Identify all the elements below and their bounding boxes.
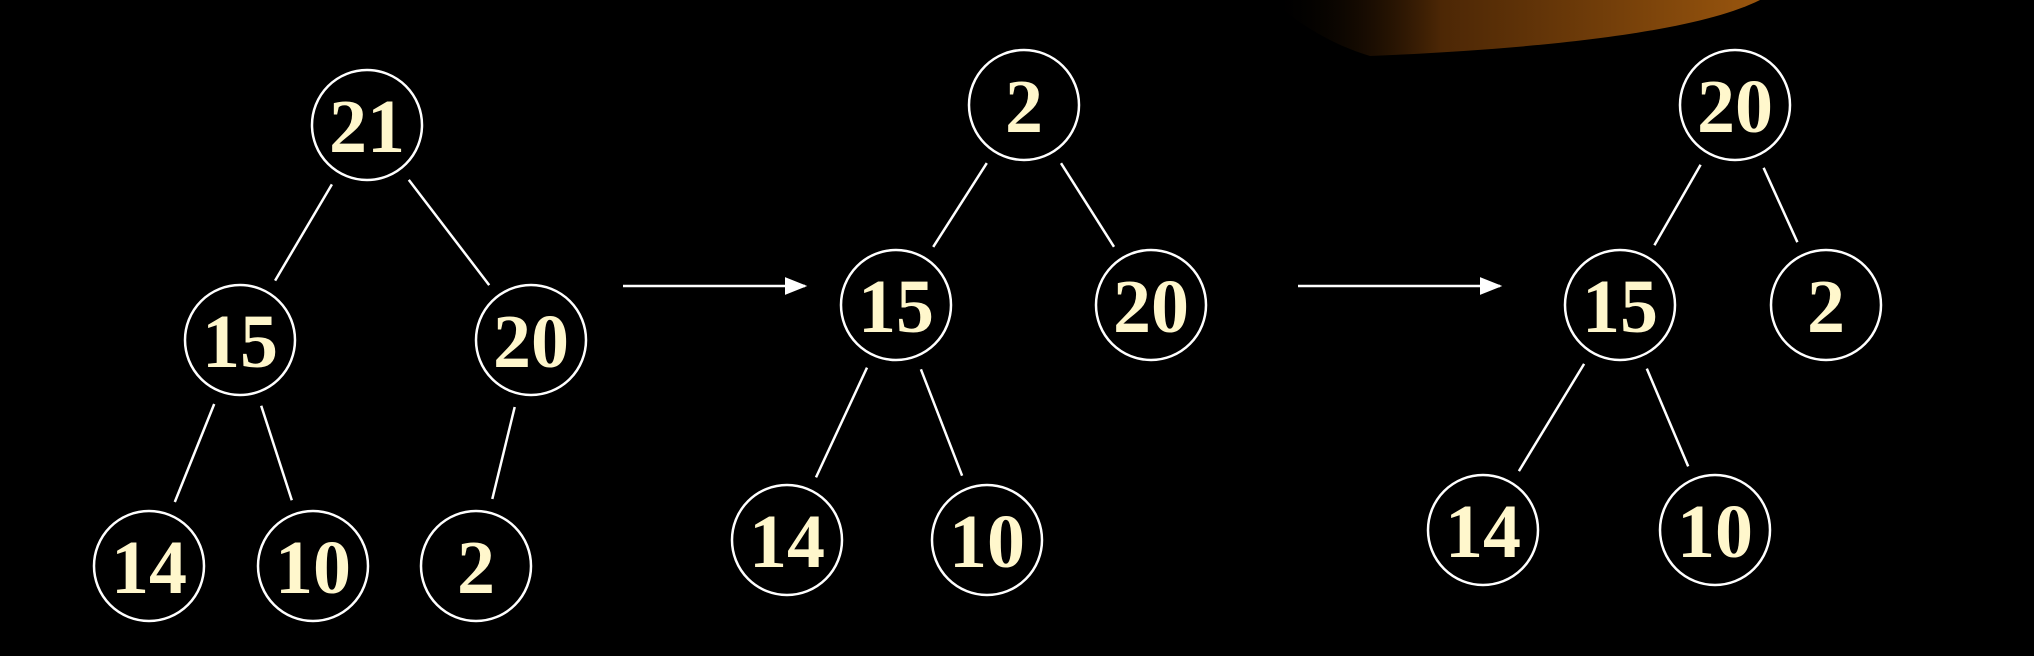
- node-circle: [1563, 248, 1677, 362]
- node-circle: [310, 68, 424, 182]
- node-label: 2: [1005, 65, 1043, 149]
- node-circle: [1678, 48, 1792, 162]
- tree-node: 14: [730, 483, 844, 597]
- node-label: 10: [1677, 490, 1753, 574]
- node-label: 15: [858, 265, 934, 349]
- tree-node: 14: [1426, 473, 1540, 587]
- node-label: 14: [749, 500, 825, 584]
- node-circle: [474, 283, 588, 397]
- tree-edge: [491, 406, 516, 500]
- tree-node: 20: [1094, 248, 1208, 362]
- node-label: 2: [457, 526, 495, 610]
- tree-edge: [260, 405, 293, 501]
- node-circle: [839, 248, 953, 362]
- node-circle: [1426, 473, 1540, 587]
- node-circle: [1658, 473, 1772, 587]
- node-circle: [967, 48, 1081, 162]
- tree-node: 10: [930, 483, 1044, 597]
- node-circle: [1094, 248, 1208, 362]
- node-circle: [183, 283, 297, 397]
- tree-node: 2: [1769, 248, 1883, 362]
- tree-edge: [1762, 167, 1799, 243]
- tree-edge: [173, 403, 216, 503]
- node-circle: [930, 483, 1044, 597]
- tree-node: 20: [1678, 48, 1792, 162]
- node-label: 20: [1697, 65, 1773, 149]
- node-circle: [92, 509, 206, 623]
- node-label: 14: [111, 526, 187, 610]
- tree-edge: [1059, 162, 1116, 248]
- tree-node: 10: [256, 509, 370, 623]
- tree-edge: [1645, 368, 1690, 467]
- tree-edge: [814, 367, 869, 478]
- node-label: 10: [949, 500, 1025, 584]
- node-circle: [256, 509, 370, 623]
- node-label: 10: [275, 526, 351, 610]
- node-circle: [1769, 248, 1883, 362]
- node-label: 14: [1445, 490, 1521, 574]
- tree-node: 10: [1658, 473, 1772, 587]
- tree-node: 15: [183, 283, 297, 397]
- tree-edge: [1517, 363, 1586, 472]
- tree-edge: [274, 183, 333, 282]
- nodes-layer: 21 15 20 14 10 2 2 15 20 14 10 20 15 2 14 10: [92, 48, 1883, 623]
- tree-node: 20: [474, 283, 588, 397]
- tree-node: 15: [839, 248, 953, 362]
- tree-edge: [407, 179, 491, 286]
- edges-layer: [173, 162, 1799, 503]
- tree-node: 2: [967, 48, 1081, 162]
- decorative-swoosh: [1270, 0, 1760, 56]
- tree-node: 21: [310, 68, 424, 182]
- tree-node: 15: [1563, 248, 1677, 362]
- tree-node: 14: [92, 509, 206, 623]
- tree-edge: [919, 368, 964, 477]
- tree-edge: [1653, 164, 1702, 246]
- node-label: 2: [1807, 265, 1845, 349]
- node-label: 20: [1113, 265, 1189, 349]
- node-label: 15: [1582, 265, 1658, 349]
- node-label: 20: [493, 300, 569, 384]
- node-circle: [419, 509, 533, 623]
- node-label: 21: [329, 85, 405, 169]
- tree-node: 2: [419, 509, 533, 623]
- tree-edge: [932, 162, 988, 248]
- node-circle: [730, 483, 844, 597]
- node-label: 15: [202, 300, 278, 384]
